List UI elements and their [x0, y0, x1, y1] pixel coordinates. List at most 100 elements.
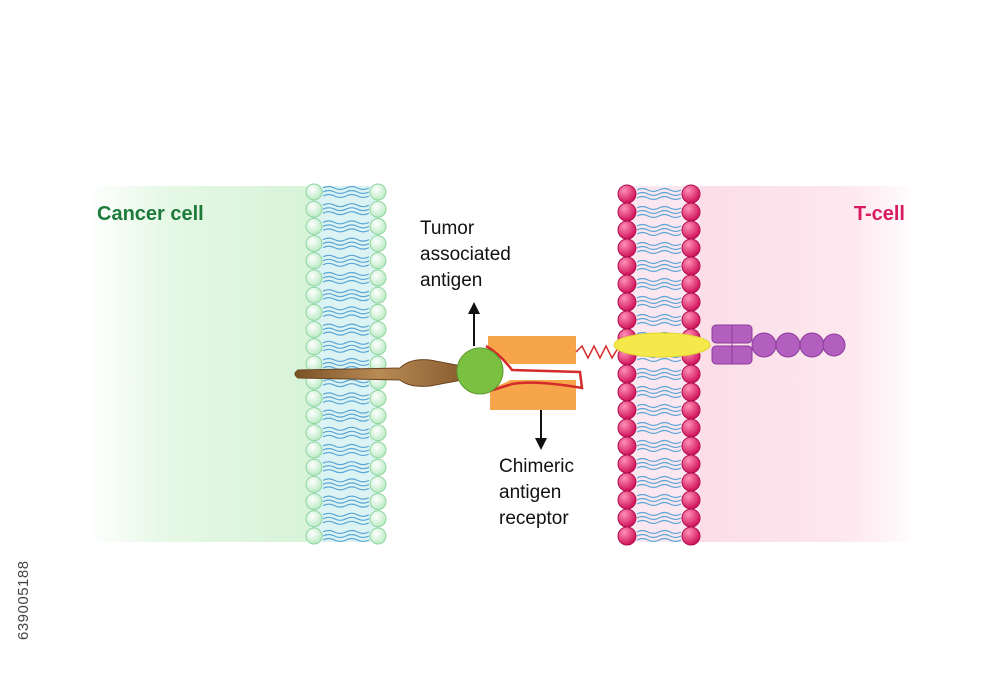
- lipid-tail: [322, 297, 370, 302]
- lipid-head-bead: [305, 200, 323, 218]
- lipid-tail: [636, 461, 682, 467]
- lipid-tail: [322, 396, 370, 401]
- lipid-tail: [322, 529, 370, 535]
- lipid-tail: [322, 275, 370, 281]
- lipid-head-bead: [305, 217, 323, 235]
- lipid-head-bead: [369, 303, 387, 321]
- lipid-head-bead: [305, 493, 323, 511]
- receptor-label-line-2: antigen: [499, 482, 561, 503]
- lipid-tail: [322, 228, 370, 233]
- lipid-head-bead: [369, 441, 387, 459]
- lipid-head-bead: [369, 458, 387, 476]
- lipid-tail: [636, 277, 682, 283]
- lipid-tail: [636, 259, 682, 265]
- linker-spring: [575, 344, 619, 360]
- lipid-head-bead: [617, 220, 637, 240]
- lipid-head-bead: [681, 256, 701, 276]
- lipid-tail: [636, 313, 682, 319]
- lipid-head-bead: [305, 286, 323, 304]
- lipid-head-bead: [305, 303, 323, 321]
- lipid-tail: [636, 303, 682, 309]
- lipid-head-bead: [369, 510, 387, 528]
- lipid-head-bead: [617, 418, 637, 438]
- lipid-head-bead: [369, 424, 387, 442]
- lipid-head-bead: [681, 526, 701, 546]
- lipid-tail: [322, 245, 370, 250]
- lipid-tail: [636, 195, 682, 201]
- lipid-tail: [322, 520, 370, 525]
- lipid-tail: [322, 400, 370, 405]
- lipid-tail: [636, 205, 682, 211]
- lipid-head-bead: [305, 407, 323, 425]
- lipid-head-bead: [369, 217, 387, 235]
- lipid-tail: [636, 501, 682, 507]
- lipid-tail: [636, 249, 682, 255]
- lipid-tail: [322, 383, 370, 388]
- lipid-head-bead: [617, 184, 637, 204]
- lipid-tail: [322, 417, 370, 422]
- lipid-tail: [322, 220, 370, 225]
- stock-id-text: 639005188: [15, 560, 32, 640]
- lipid-tail: [322, 323, 370, 328]
- lipid-tail: [636, 457, 682, 463]
- lipid-head-bead: [369, 527, 387, 545]
- lipid-tail: [636, 187, 682, 193]
- lipid-tail: [636, 537, 682, 543]
- lipid-tail: [322, 357, 370, 363]
- lipid-tail: [322, 461, 370, 466]
- lipid-head-bead: [617, 202, 637, 222]
- lipid-head-bead: [369, 235, 387, 253]
- lipid-tail: [636, 443, 682, 449]
- lipid-tail: [322, 533, 370, 539]
- lipid-tail: [322, 211, 370, 216]
- lipid-tail: [322, 306, 370, 311]
- lipid-tail: [322, 348, 370, 353]
- antigen-label-line-3: antigen: [420, 270, 482, 291]
- lipid-tail: [322, 289, 370, 294]
- lipid-tail: [322, 379, 370, 384]
- chimeric-antigen-receptor: [485, 336, 584, 410]
- lipid-tail: [322, 516, 370, 521]
- lipid-tail: [322, 340, 370, 345]
- lipid-head-bead: [681, 220, 701, 240]
- lipid-head-bead: [681, 418, 701, 438]
- lipid-tail: [322, 262, 370, 267]
- lipid-tail: [636, 475, 682, 481]
- lipid-tail: [636, 497, 682, 503]
- lipid-tail: [322, 203, 370, 208]
- lipid-tail: [322, 413, 370, 418]
- lipid-tail: [322, 499, 370, 504]
- lipid-head-bead: [617, 238, 637, 258]
- lipid-tail: [322, 279, 370, 285]
- lipid-tail: [636, 407, 682, 413]
- lipid-head-bead: [369, 183, 387, 201]
- lipid-head-bead: [305, 510, 323, 528]
- lipid-tail: [636, 223, 682, 229]
- signaling-domains: [711, 324, 846, 365]
- lipid-tail: [636, 393, 682, 399]
- lipid-tail: [322, 409, 370, 414]
- lipid-tail: [636, 411, 682, 417]
- lipid-head-bead: [681, 292, 701, 312]
- lipid-tail: [322, 512, 370, 517]
- lipid-tail: [636, 465, 682, 471]
- lipid-head-bead: [681, 490, 701, 510]
- lipid-tail: [636, 519, 682, 525]
- lipid-tail: [322, 185, 370, 191]
- lipid-tail: [636, 439, 682, 445]
- lipid-tail: [322, 495, 370, 500]
- lipid-head-bead: [369, 338, 387, 356]
- lipid-tail: [636, 231, 682, 237]
- lipid-tail: [636, 285, 682, 291]
- lipid-head-bead: [369, 269, 387, 287]
- lipid-tail: [322, 207, 370, 212]
- lipid-tail: [322, 482, 370, 487]
- lipid-tail: [322, 344, 370, 349]
- lipid-head-bead: [369, 286, 387, 304]
- lipid-tail: [322, 469, 370, 474]
- lipid-tail: [636, 425, 682, 431]
- lipid-head-bead: [681, 364, 701, 384]
- lipid-head-bead: [305, 183, 323, 201]
- lipid-tail: [636, 533, 682, 539]
